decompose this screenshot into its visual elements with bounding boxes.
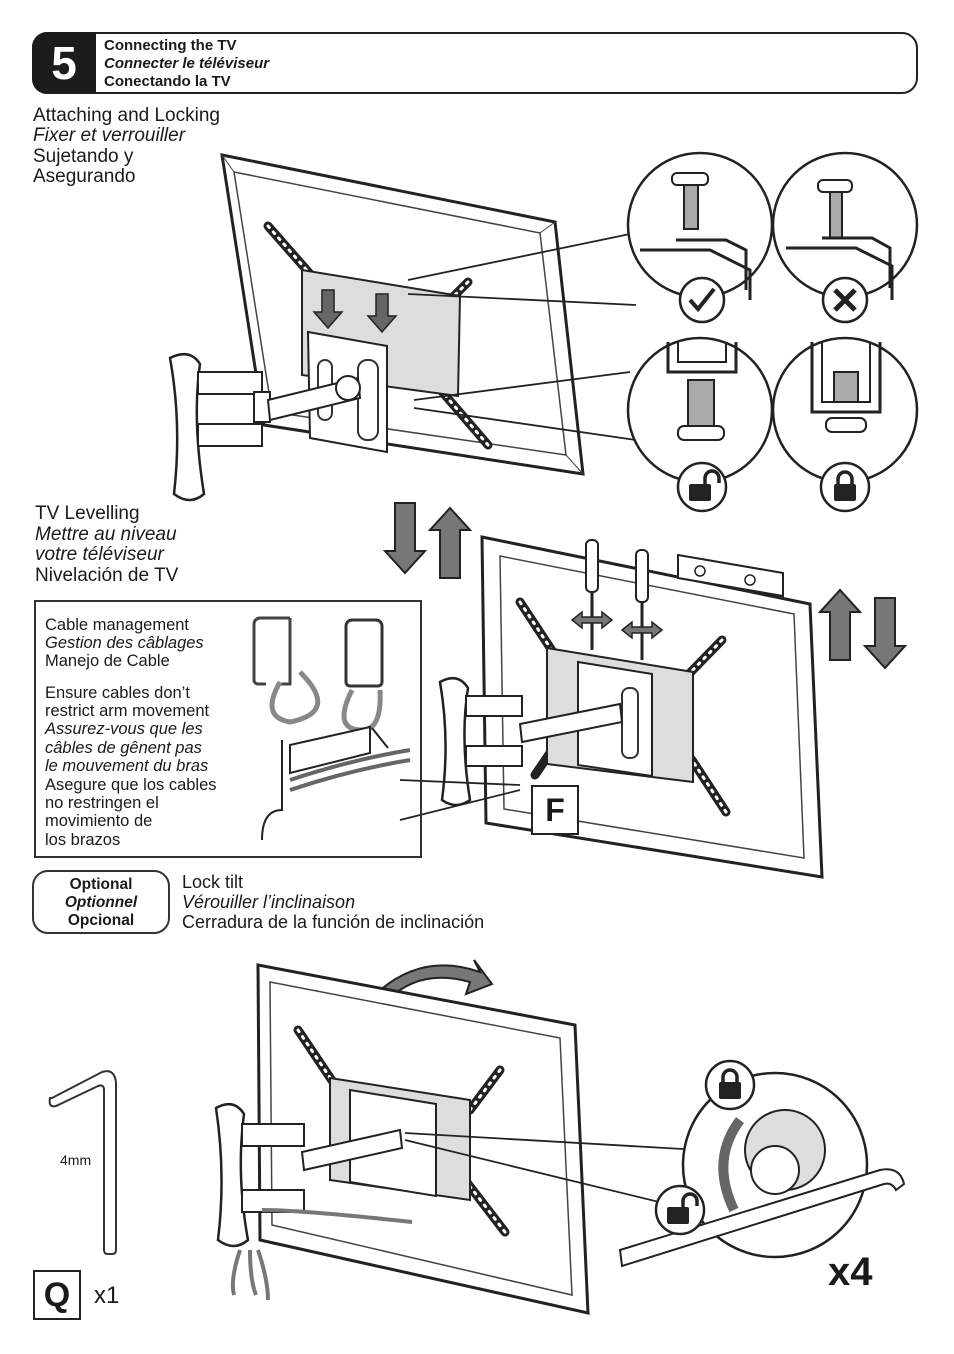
tv-attach-illustration [168, 153, 637, 502]
attach-title-es-2: Asegurando [33, 166, 136, 187]
cable-note-en-1: Ensure cables don’t [45, 684, 190, 702]
tv-levelling-illustration [399, 535, 824, 879]
step-title-es: Conectando la TV [104, 73, 231, 90]
cable-note-es-4: los brazos [45, 831, 121, 849]
level-up-down-arrows [382, 502, 908, 670]
lock-tilt-en: Lock tilt [182, 872, 244, 892]
levelling-title-en: TV Levelling [35, 503, 140, 524]
optional-en: Optional [69, 876, 133, 893]
cable-note-es-1: Asegure que los cables [45, 776, 217, 794]
cable-note-es-3: movimiento de [45, 812, 153, 830]
step-title-en: Connecting the TV [104, 37, 237, 54]
step-number: 5 [32, 32, 96, 94]
cable-route-illustration [261, 725, 411, 841]
hex-key-icon [48, 1070, 117, 1255]
levelling-title-fr-2: votre téléviseur [35, 544, 164, 565]
detail-locked [771, 336, 919, 513]
cable-title-en: Cable management [45, 616, 190, 634]
optional-fr: Optionnel [64, 894, 138, 911]
part-q-quantity: x1 [94, 1282, 120, 1309]
cable-note-fr-1: Assurez-vous que les [45, 720, 203, 738]
hex-key-size: 4mm [60, 1152, 92, 1168]
cable-note-fr-3: le mouvement du bras [45, 757, 209, 775]
attach-title-fr: Fixer et verrouiller [33, 125, 186, 146]
optional-badge: Optional Optionnel Opcional [32, 870, 170, 934]
cable-management-box [34, 600, 422, 858]
cable-title-es: Manejo de Cable [45, 652, 170, 670]
cable-note-en-2: restrict arm movement [45, 702, 210, 720]
quantity-x4: x4 [828, 1250, 873, 1294]
cable-note-fr-2: câbles de gênent pas [45, 739, 202, 757]
levelling-title-fr-1: Mettre au niveau [35, 524, 177, 545]
part-q-label: Q [33, 1270, 81, 1320]
tilt-lock-detail [618, 1059, 906, 1268]
detail-unlocked [626, 336, 774, 513]
optional-es: Opcional [67, 912, 135, 929]
part-f-label: F [531, 785, 579, 835]
lock-tilt-es: Cerradura de la función de inclinación [182, 912, 485, 932]
detail-correct-fit [626, 151, 774, 324]
attach-title-en: Attaching and Locking [33, 105, 220, 126]
attach-title-es-1: Sujetando y [33, 146, 134, 167]
detail-incorrect-fit [771, 151, 919, 324]
step-title-fr: Connecter le téléviseur [104, 55, 270, 72]
levelling-title-es: Nivelación de TV [35, 565, 179, 586]
cable-title-fr: Gestion des câblages [45, 634, 204, 652]
cable-note-es-2: no restringen el [45, 794, 159, 812]
lock-tilt-fr: Vérouiller l’inclinaison [182, 892, 356, 912]
tv-tilt-illustration [214, 959, 701, 1315]
